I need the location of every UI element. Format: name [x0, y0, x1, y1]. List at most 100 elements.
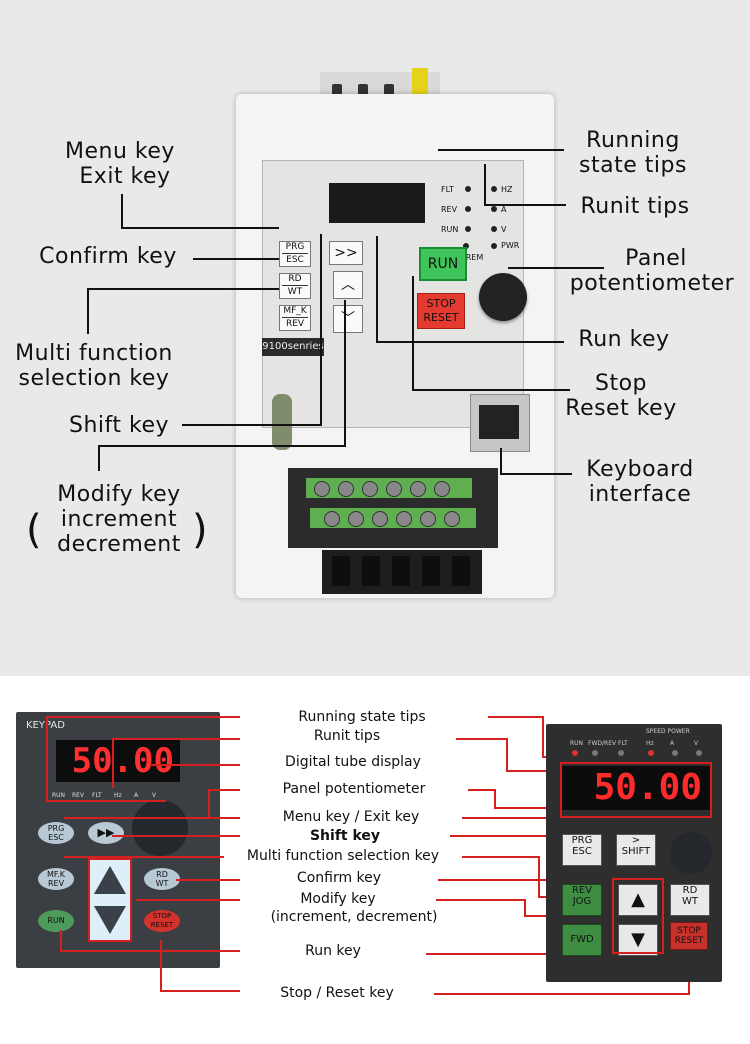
annotation-line [450, 835, 616, 837]
annotation-line [506, 770, 560, 772]
rj45-socket [479, 405, 519, 439]
modify-key-label-1: Modify key [57, 482, 181, 507]
power-terminal [362, 556, 380, 586]
down-key[interactable]: ▼ [618, 924, 658, 956]
up-down-keys[interactable] [88, 858, 132, 942]
modify-key-label-3: decrement [57, 532, 181, 557]
paren-left: ( [26, 507, 43, 553]
shift-key-label: Shift key [68, 413, 169, 438]
annotation-line [160, 990, 240, 992]
terminal-screw [386, 481, 402, 497]
indicator-label-flt: FLT [441, 185, 454, 194]
shift-key[interactable]: >SHIFT [616, 834, 656, 866]
run-key[interactable]: RUN [38, 910, 74, 932]
exit-key-label: Exit key [79, 164, 171, 189]
key-label: SHIFT [621, 846, 651, 857]
panel-pot-label-2: potentiometer [569, 271, 735, 296]
key-label: > [631, 835, 641, 846]
power-terminal [332, 556, 350, 586]
key-label: STOP [677, 926, 701, 936]
paren-right: ) [192, 507, 209, 553]
multi-function-label-1: Multi function [15, 341, 173, 366]
modify-key-label-2: increment [60, 507, 178, 532]
status-led [648, 750, 654, 756]
indicator-led [491, 226, 497, 232]
indicator-led [463, 243, 469, 249]
runit-tips-label: Runit tips [313, 728, 381, 744]
speed-power-label: SPEED POWER [646, 728, 690, 735]
key-label: ESC [286, 255, 304, 265]
leader-line [376, 236, 378, 343]
display-highlight-box [560, 762, 712, 818]
power-terminal [422, 556, 440, 586]
annotation-line [150, 764, 240, 766]
indicator-led [465, 186, 471, 192]
annotation-line [64, 856, 224, 858]
led-label-v: V [694, 740, 699, 747]
key-label: STOP [152, 912, 172, 920]
annotation-line [176, 879, 240, 881]
key-label: ESC [48, 833, 64, 842]
up-key[interactable]: ▲ [618, 884, 658, 916]
annotation-line [112, 835, 240, 837]
annotation-line [506, 738, 508, 772]
leader-line [121, 227, 279, 229]
annotation-line [524, 899, 526, 917]
status-led [572, 750, 578, 756]
potentiometer-knob[interactable] [670, 832, 712, 874]
keyboard-rj45-port[interactable] [470, 394, 530, 452]
leader-line [484, 204, 566, 206]
annotation-line [208, 789, 210, 819]
digital-display: 50.00 [560, 766, 710, 810]
shift-key[interactable]: ▶▶ [88, 822, 124, 844]
indicator-label-a: A [501, 205, 507, 214]
indicator-led [465, 226, 471, 232]
terminal-screw [444, 511, 460, 527]
leader-line [508, 267, 604, 269]
down-key[interactable]: ﹀ [333, 305, 363, 333]
terminal-screw [410, 481, 426, 497]
power-terminal [392, 556, 410, 586]
key-label: MF_K [283, 306, 307, 316]
key-label: WT [155, 879, 169, 888]
fwd-key[interactable]: FWD [562, 924, 602, 956]
up-key[interactable]: ︿ [333, 271, 363, 299]
annotation-line [64, 817, 240, 819]
key-label: MF.K [46, 870, 65, 879]
leader-line [344, 300, 346, 447]
potentiometer-knob[interactable] [132, 800, 188, 856]
indicator-led [491, 206, 497, 212]
keypad-brand: KEYPAD [26, 720, 65, 731]
run-button[interactable]: RUN [419, 247, 467, 281]
leader-line [500, 473, 572, 475]
status-led [592, 750, 598, 756]
updown-highlight-box [612, 878, 664, 954]
potentiometer-knob[interactable] [479, 273, 527, 321]
annotation-line [112, 738, 240, 740]
runit-tips-label: Runit tips [580, 194, 690, 219]
status-led [672, 750, 678, 756]
series-label: 9100senries [262, 338, 324, 356]
indicator-label-rev: REV [441, 205, 458, 214]
multi-function-label: Multi function selection key [246, 848, 440, 864]
run-key-label: Run key [578, 327, 670, 352]
control-terminal-block [288, 468, 498, 548]
terminal-screw [396, 511, 412, 527]
key-label: RESET [150, 921, 174, 929]
shift-key[interactable]: >> [329, 241, 363, 265]
menu-exit-label: Menu key / Exit key [282, 809, 420, 825]
